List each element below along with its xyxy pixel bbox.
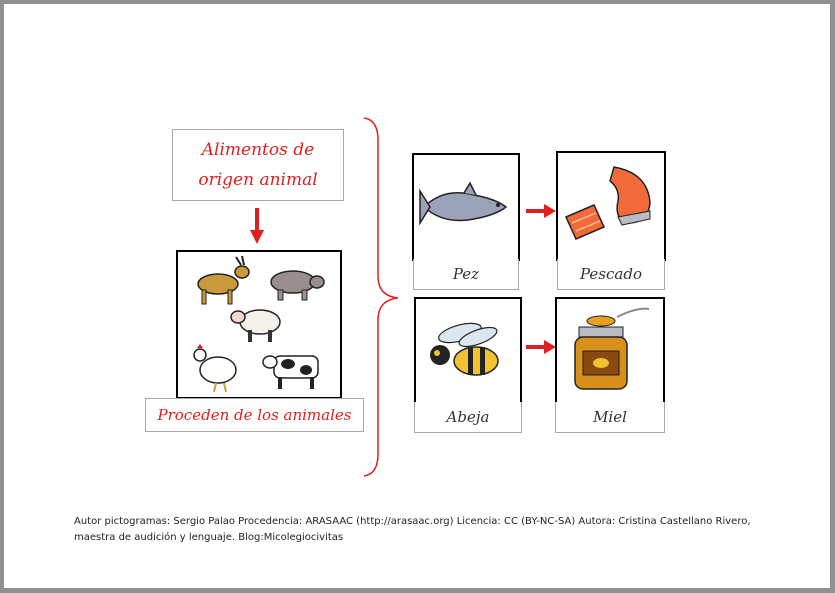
page-title: Alimentos de origen animal <box>172 129 344 201</box>
cow-icon <box>262 355 319 389</box>
animals-picture <box>176 250 342 399</box>
pair-source-label: Abeja <box>414 402 522 433</box>
pig-icon <box>270 270 325 301</box>
salmon-icon <box>565 166 651 240</box>
hen-icon <box>193 344 237 393</box>
honey-card <box>555 297 665 405</box>
tuna-icon <box>419 181 508 226</box>
tuna-card <box>412 153 520 261</box>
arrow-right-icon <box>526 204 556 218</box>
credits-footer: Autor pictogramas: Sergio Palao Proceden… <box>74 516 751 543</box>
arrow-right-icon <box>526 340 556 354</box>
arrow-down-icon <box>250 208 264 244</box>
honey-jar-icon <box>574 307 650 390</box>
worksheet-page: Alimentos de origen animal <box>4 4 830 588</box>
salmon-card <box>556 151 666 261</box>
brace-icon <box>363 117 399 477</box>
pair-product-label: Pescado <box>557 259 665 290</box>
sheep-icon <box>230 309 281 342</box>
goat-icon <box>197 255 250 305</box>
pair-product-label: Miel <box>555 402 665 433</box>
animals-caption: Proceden de los animales <box>145 398 364 432</box>
bee-card <box>414 297 522 405</box>
pair-source-label: Pez <box>413 259 519 290</box>
bee-icon <box>430 322 499 376</box>
